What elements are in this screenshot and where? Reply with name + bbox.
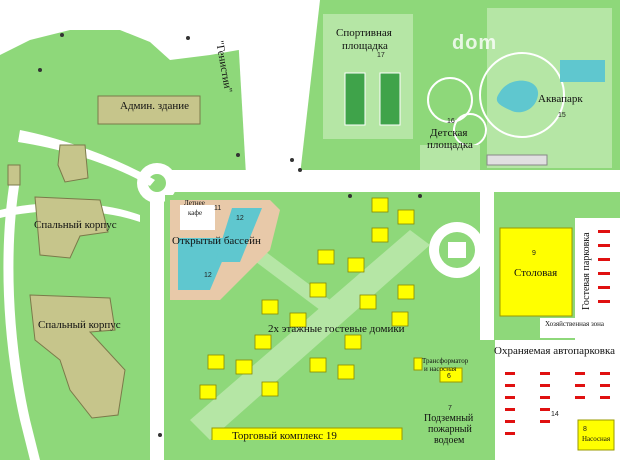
dorm-1-label: Спальный корпус (34, 219, 117, 231)
pump-label: Насосная (582, 435, 611, 443)
aquapark-label: Аквапарк (538, 93, 583, 105)
playground-area (420, 145, 480, 170)
curved-path-left (3, 180, 40, 460)
dorm-2-label: Спальный корпус (38, 319, 121, 331)
cottages-group (199, 197, 415, 400)
sports-ground-label-2: площадка (342, 40, 388, 52)
pool-water-small (215, 208, 262, 262)
main-horizontal-road (150, 170, 620, 192)
aquapark-number: 15 (558, 112, 566, 119)
fire-pond-label-3: водоем (434, 435, 465, 446)
diagonal-walkway (190, 230, 430, 440)
canteen-number: 9 (532, 250, 536, 257)
playground-label-1: Детская (430, 127, 468, 139)
small-building-left (7, 164, 21, 186)
path-lower (0, 203, 140, 222)
left-vertical-road (150, 190, 164, 460)
guarded-parking-label: Охраняемая автопарковка (494, 345, 616, 357)
playground-number: 16 (447, 118, 455, 125)
cottage-9 (391, 311, 409, 327)
transformer-number: 6 (447, 373, 451, 380)
roundabout-left-island (148, 174, 166, 192)
transformer-building-a (413, 357, 423, 371)
cottage-12 (254, 334, 272, 350)
fire-pond-number: 7 (448, 405, 452, 412)
dorm-building-1 (34, 196, 109, 259)
guest-parking-label: Гостевая парковка (581, 232, 592, 310)
playground-circle-1 (427, 77, 473, 123)
cottages-label: 2х этажные гостевые домики (268, 323, 405, 335)
cottage-14 (309, 357, 327, 373)
cottage-1 (371, 197, 389, 213)
top-left-empty-area (0, 0, 250, 60)
pool-number-1: 12 (236, 215, 244, 222)
lamp-posts (38, 33, 422, 437)
canteen-label: Столовая (514, 267, 558, 279)
pool-label: Открытый бассейн (172, 235, 261, 247)
transformer-building-b (439, 367, 463, 383)
bottom-strip (165, 440, 495, 460)
guarded-parking-spots (505, 372, 610, 435)
cottage-17 (235, 359, 253, 375)
playground-label-2: площадка (427, 139, 473, 151)
sports-field-2 (379, 72, 401, 126)
guest-parking-spots (598, 230, 610, 303)
mall-label: Торговый комплекс 19 (232, 430, 337, 442)
cottage-16 (207, 354, 225, 370)
right-vertical-road (480, 190, 494, 340)
aquapark-ring (479, 52, 565, 138)
pump-number: 8 (583, 426, 587, 433)
dorm-building-2 (29, 294, 126, 419)
cottage-4 (317, 249, 335, 265)
admin-building (97, 95, 201, 125)
fire-pond-label-1: Подземный (424, 413, 474, 424)
small-building-4 (57, 144, 89, 183)
cottage-11 (289, 312, 307, 328)
cottage-15 (337, 364, 355, 380)
round-square-center (448, 242, 466, 258)
cottage-13 (344, 334, 362, 350)
sports-ground-label-1: Спортивная (336, 27, 392, 39)
business-zone (540, 318, 620, 338)
cottage-19 (261, 381, 279, 397)
business-zone-label: Хозяйственная зона (545, 320, 605, 328)
sports-field-1 (344, 72, 366, 126)
summer-cafe (180, 205, 215, 230)
cottage-3 (371, 227, 389, 243)
admin-building-label: Админ. здание (120, 100, 190, 112)
fire-pond-label-2: пожарный (428, 424, 472, 435)
aquapark-building (486, 154, 548, 166)
aquapark-pool (496, 80, 539, 113)
cottage-6 (309, 282, 327, 298)
cottage-2 (397, 209, 415, 225)
watermark: dom (452, 32, 498, 54)
aquapark-pool-2 (560, 60, 605, 82)
cottage-10 (261, 299, 279, 315)
pool-number-2: 12 (204, 272, 212, 279)
summer-cafe-label-1: Летнее (184, 199, 205, 207)
canteen-building (499, 227, 573, 317)
sports-ground-number: 17 (377, 52, 385, 59)
transformer-label-2: и насосная (424, 365, 457, 373)
lot-number: 14 (551, 411, 559, 418)
summer-cafe-label-2: кафе (188, 209, 203, 217)
cottage-7 (359, 294, 377, 310)
cottage-8 (397, 284, 415, 300)
main-street (236, 0, 320, 175)
cottage-5 (347, 257, 365, 273)
cottage-18 (199, 384, 217, 400)
transformer-label-1: Трансформатор (422, 357, 469, 365)
summer-cafe-number: 11 (214, 205, 222, 212)
pump-station (577, 419, 615, 451)
